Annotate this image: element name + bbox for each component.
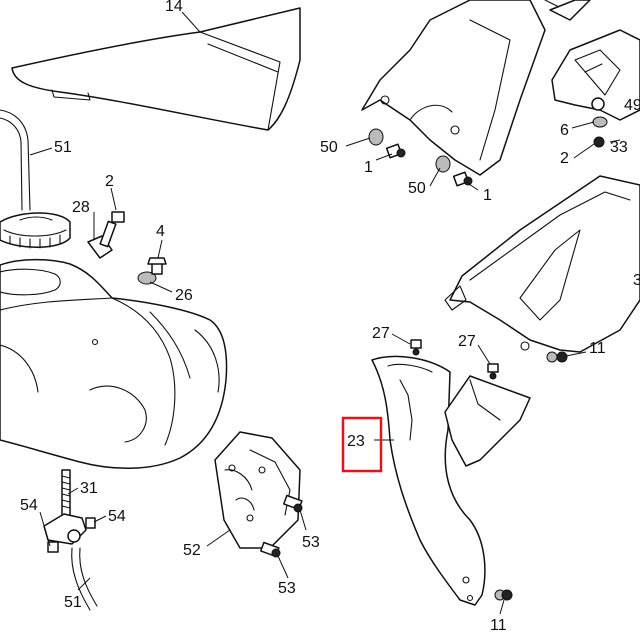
callout-50-upper[interactable]: 50 [320,139,338,156]
seat-part [11,7,301,131]
side-cover-upper-part [361,0,591,176]
callout-4[interactable]: 4 [156,223,165,240]
spacer-bolt-part [87,211,125,259]
callout-54-right[interactable]: 54 [108,508,126,525]
callout-1-upper[interactable]: 1 [364,159,373,176]
callout-49[interactable]: 49 [624,97,640,114]
callout-27-right[interactable]: 27 [458,333,476,350]
callout-51-hose-bottom[interactable]: 51 [64,594,82,611]
callout-1-lower[interactable]: 1 [483,187,492,204]
callout-23[interactable]: 23 [347,433,365,450]
callout-11-upper[interactable]: 11 [589,340,606,357]
fuel-tank-part [0,258,228,470]
leader-lines [29,11,621,615]
callout-54-left[interactable]: 54 [20,497,38,514]
callout-14[interactable]: 14 [165,0,183,15]
callout-31[interactable]: 31 [80,480,98,497]
callout-53-upper[interactable]: 53 [302,534,320,551]
callout-2-right[interactable]: 2 [560,150,569,167]
bracket-plate-part [214,431,301,549]
highlight-box [341,416,383,473]
callout-3[interactable]: 3 [633,272,640,289]
radiator-spoiler-part [371,355,531,606]
callout-labels: 14 51 2 28 4 26 50 1 50 1 6 49 2 33 3 27… [20,0,640,634]
callout-11-lower[interactable]: 11 [490,617,507,634]
callout-26[interactable]: 26 [175,287,193,304]
callout-6[interactable]: 6 [560,122,569,139]
callout-51-hose-top[interactable]: 51 [54,139,72,156]
fuel-tap-part [43,469,98,611]
fuel-cap-part [0,212,71,249]
callout-33[interactable]: 33 [610,139,628,156]
callout-50-lower[interactable]: 50 [408,180,426,197]
callout-53-lower[interactable]: 53 [278,580,296,597]
callout-28[interactable]: 28 [72,199,90,216]
vent-hose-part [0,109,31,211]
airbox-part [551,29,640,121]
screw-washer-part [137,257,167,285]
callout-52[interactable]: 52 [183,542,201,559]
callout-27-left[interactable]: 27 [372,325,390,342]
callout-2-left[interactable]: 2 [105,173,114,190]
radiator-shroud-part [444,175,640,353]
